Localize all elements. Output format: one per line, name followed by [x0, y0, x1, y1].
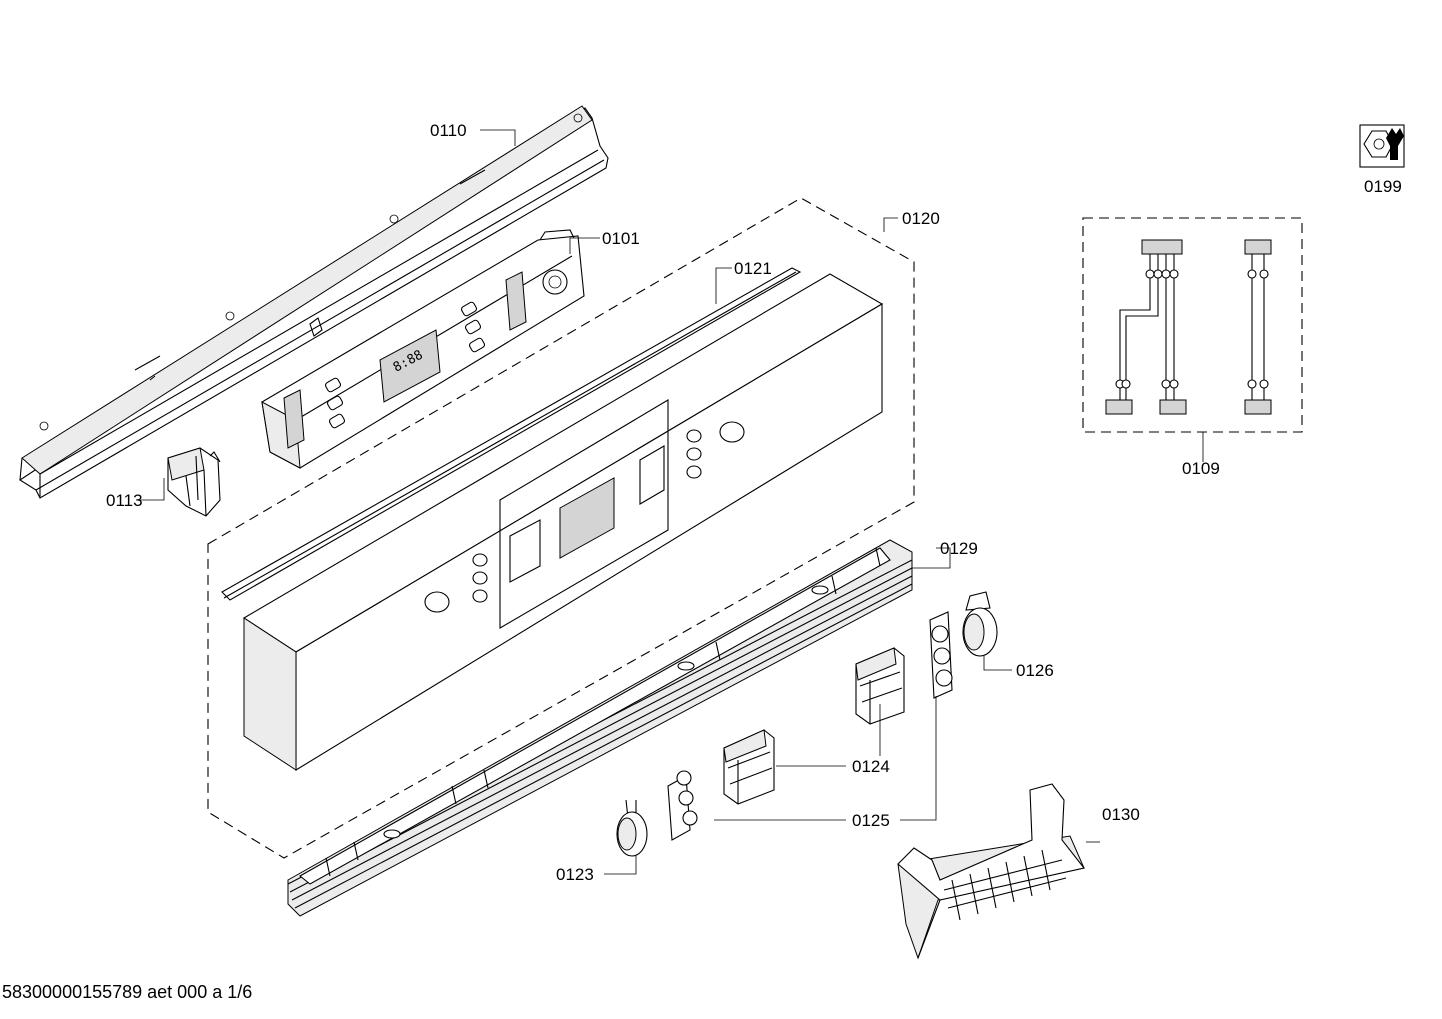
part-0121-trim-strip[interactable]: [221, 267, 802, 601]
part-0130-lower-bracket[interactable]: [897, 783, 1085, 960]
part-0113-clip-holder[interactable]: [167, 447, 221, 517]
assembly-0120-outline: [207, 197, 915, 859]
leader-lines: [136, 129, 1204, 875]
wrench-nut-icon: [1359, 124, 1405, 168]
label-0130: 0130: [1102, 805, 1140, 824]
label-0110: 0110: [430, 121, 467, 140]
label-0109: 0109: [1182, 459, 1220, 478]
label-0101: 0101: [602, 229, 640, 248]
label-0120: 0120: [902, 209, 940, 228]
part-0129-base-rail[interactable]: [287, 539, 913, 917]
label-0121: 0121: [734, 259, 772, 278]
part-0124-button-holder-upper[interactable]: [855, 647, 905, 725]
label-0123: 0123: [556, 865, 594, 884]
part-0120-front-panel[interactable]: [242, 273, 884, 771]
part-0126-knob[interactable]: [962, 591, 998, 657]
label-0113: 0113: [106, 491, 143, 510]
label-0129: 0129: [940, 539, 978, 558]
label-0199: 0199: [1364, 177, 1402, 196]
label-0125: 0125: [852, 811, 890, 830]
part-0124-button-holder-lower[interactable]: [723, 729, 775, 805]
part-0109-wiring-harness[interactable]: [1082, 217, 1303, 433]
part-0125-push-buttons-left[interactable]: [667, 770, 698, 841]
part-0110-mounting-rail[interactable]: [18, 105, 609, 499]
document-id: 58300000155789 aet 000 a 1/6: [2, 982, 252, 1002]
part-0101-control-module[interactable]: 8:88: [261, 229, 585, 469]
part-0123-knob[interactable]: [616, 799, 648, 857]
part-0125-push-buttons-right[interactable]: [929, 611, 953, 699]
label-0124: 0124: [852, 757, 890, 776]
label-0126: 0126: [1016, 661, 1054, 680]
